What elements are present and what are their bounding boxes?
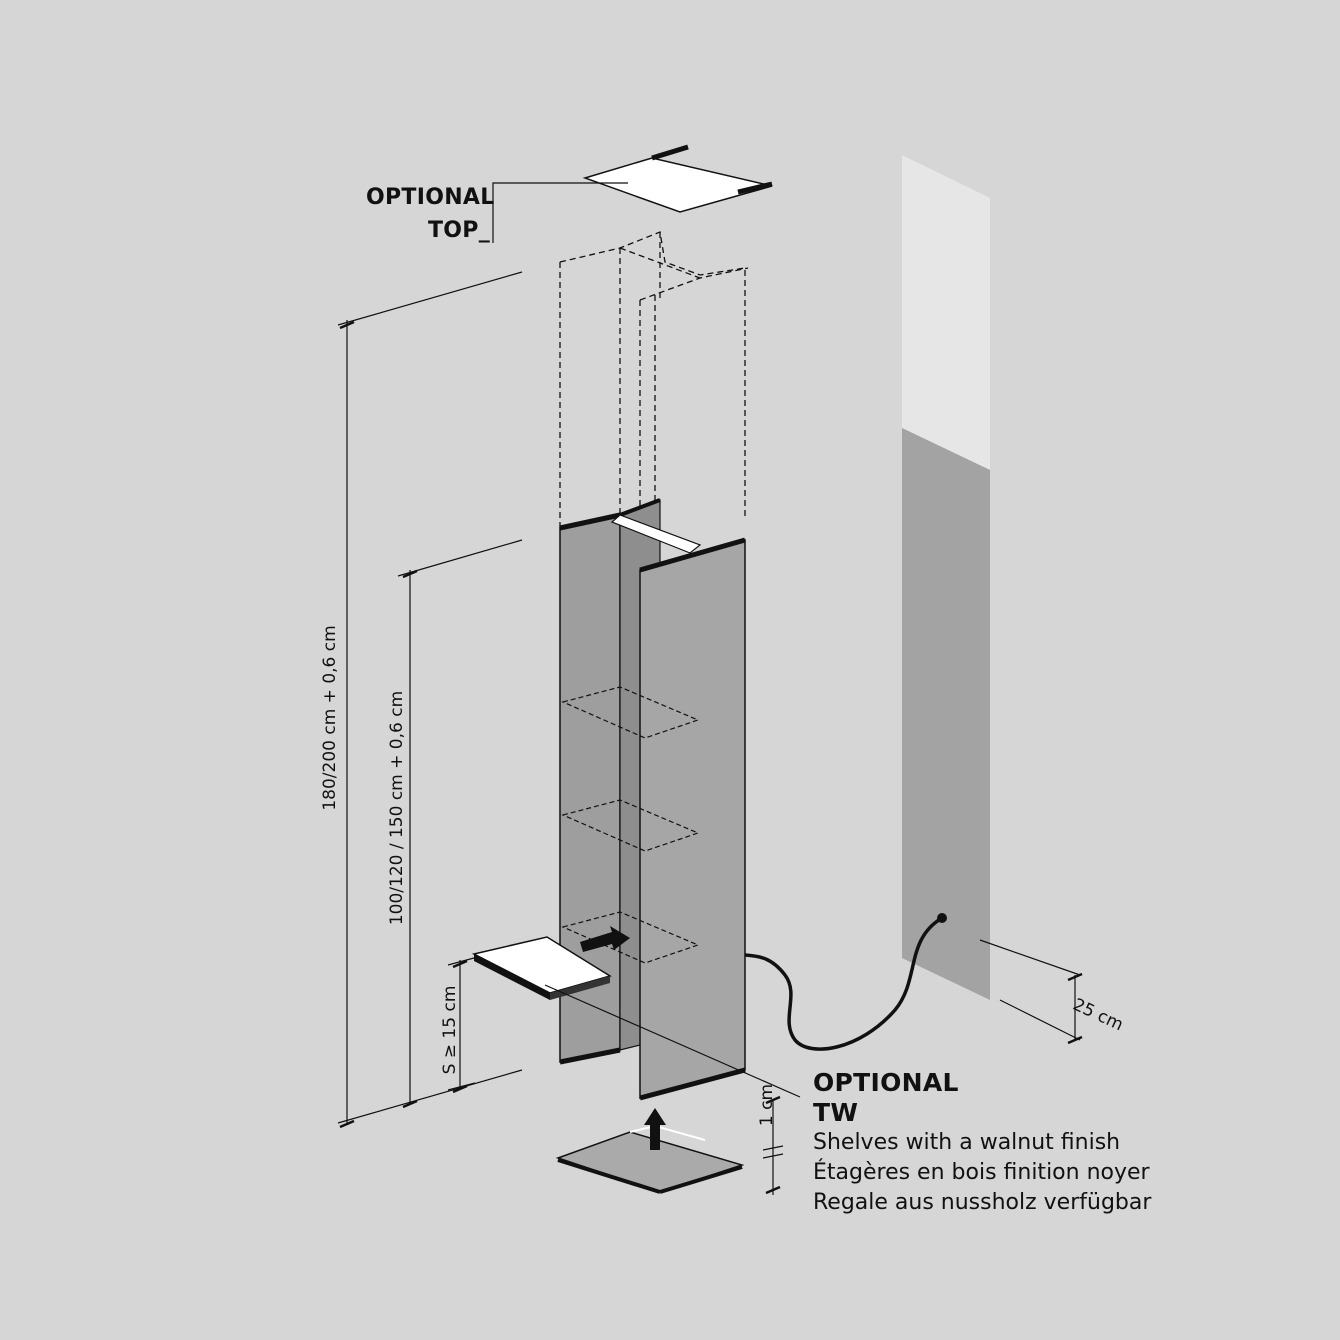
wall-lower-panel (902, 428, 990, 1000)
dim-total-height: 180/200 cm + 0,6 cm (320, 625, 340, 811)
dim-seat-height: S ≥ 15 cm (440, 985, 460, 1075)
callout-leaders (492, 182, 801, 1098)
right-panel (639, 539, 746, 1099)
optional-top-title: OPTIONAL (366, 185, 495, 210)
dim-module-height: 100/120 / 150 cm + 0,6 cm (387, 690, 407, 926)
optional-tw-title: OPTIONAL (813, 1068, 959, 1097)
wall-upper-panel (902, 155, 990, 470)
optional-top-plate (582, 144, 773, 213)
base-arrow (644, 1108, 666, 1150)
optional-top-subtitle: TOP_ (428, 218, 491, 243)
dim-base-gap: 1 cm (757, 1083, 777, 1127)
description-line-fr: Étagères en bois finition noyer (813, 1160, 1150, 1185)
shelf-unit (559, 498, 746, 1101)
dimension-lines (337, 271, 1081, 1195)
base-plate (555, 1108, 745, 1194)
shelf-insert-arrow (580, 926, 630, 952)
wall (902, 155, 990, 1000)
description-block: Shelves with a walnut finish Étagères en… (813, 1128, 1151, 1218)
optional-tw-subtitle: TW (813, 1098, 859, 1127)
description-line-en: Shelves with a walnut finish (813, 1130, 1121, 1155)
description-line-de: Regale aus nussholz verfügbar (813, 1190, 1152, 1215)
dimension-ticks (339, 320, 1083, 1195)
power-cable (744, 916, 943, 1051)
